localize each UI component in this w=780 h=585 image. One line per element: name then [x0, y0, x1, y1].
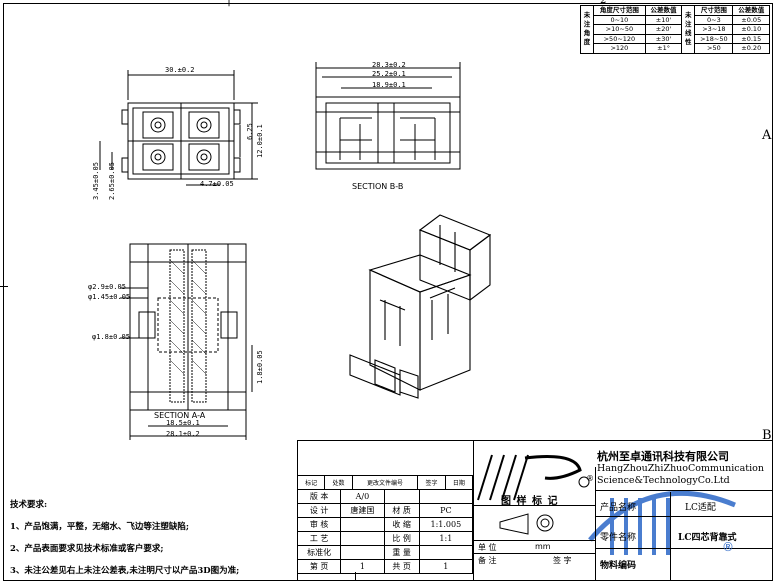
shrink-label: 收 缩 — [383, 517, 420, 532]
tol-side-left: 未注角度 — [580, 5, 594, 54]
part-name-label: 零件名称 — [600, 533, 637, 543]
revision-table: 标记处数更改文件编号签字日期 — [296, 475, 474, 490]
dim-front-width: 30.±0.2 — [165, 66, 195, 74]
product-name-value: LC适配 — [685, 503, 716, 513]
page-value: 1 — [340, 559, 385, 574]
technical-notes: 技术要求: 1、产品饱满，平整，无缩水、飞边等注塑缺陷; 2、产品表面要求见技术… — [10, 494, 239, 582]
section-bb-title: SECTION B-B — [352, 182, 404, 191]
tol-cell: >120 — [593, 43, 646, 54]
weight-label: 重 量 — [383, 545, 420, 560]
edge-mark-b: B — [762, 428, 772, 443]
remark-label: 备 注 — [478, 556, 497, 565]
table-row: >120 ±1° >50 ±0.20 — [581, 43, 770, 54]
section-aa-view — [120, 243, 253, 440]
iso-view — [349, 214, 492, 399]
standard-label: 标准化 — [296, 545, 342, 560]
dim-front-port: 4.7±0.05 — [200, 180, 234, 188]
tol-cell: ±1° — [644, 43, 683, 54]
dim-aa-overall: 28.1±0.2 — [166, 430, 200, 438]
dim-front-offset-2: 2.65±0.05 — [108, 162, 116, 200]
edge-mark-top: | — [226, 0, 233, 7]
notes-title: 技术要求: — [10, 500, 48, 510]
rule — [595, 467, 596, 581]
total-label: 共 页 — [383, 559, 420, 574]
projection-symbol — [499, 513, 554, 535]
total-value: 1 — [418, 559, 474, 574]
material-label: 材 质 — [383, 503, 420, 518]
shrink-value: 1:1.005 — [418, 517, 474, 532]
rev-header: 签字 — [417, 475, 446, 490]
page-label: 第 页 — [296, 559, 342, 574]
dim-front-pitch: 6.25 — [246, 123, 254, 140]
rev-header: 更改文件编号 — [351, 475, 419, 490]
unit-label: 单 位 — [478, 543, 497, 552]
rev-header: 标记 — [296, 475, 326, 490]
dim-aa-inner: 18.5±0.1 — [166, 419, 200, 427]
process-label: 工 艺 — [296, 531, 342, 546]
dim-bb-overall: 28.3±0.2 — [372, 61, 406, 69]
design-label: 设 计 — [296, 503, 342, 518]
tol-cell: >50 — [694, 43, 734, 54]
section-bb-view — [315, 62, 461, 170]
tol-cell: ±0.20 — [732, 43, 770, 54]
registered-mark: ® — [586, 474, 594, 483]
edge-tick-bottom — [355, 572, 356, 581]
version-label: 版 本 — [296, 489, 342, 504]
version-value: A/0 — [340, 489, 385, 504]
company-name-en-1: HangZhouZhiZhuoCommunication — [597, 463, 764, 474]
rule — [473, 553, 595, 554]
company-name-en-2: Science&TechnologyCo.Ltd — [597, 475, 730, 486]
title-block-divider — [473, 440, 474, 581]
part-name-value: LC四芯背靠式 — [678, 533, 737, 543]
company-logo — [477, 454, 590, 501]
rule — [473, 540, 595, 541]
section-aa-title: SECTION A-A — [154, 411, 206, 420]
drawing-mark-label: 图 样 标 记 — [501, 496, 559, 507]
rule — [473, 505, 595, 506]
note-item: 1、产品饱满，平整，无缩水、飞边等注塑缺陷; — [10, 522, 190, 532]
note-item: 2、产品表面要求见技术标准或客户要求; — [10, 544, 164, 554]
scale-label: 比 例 — [383, 531, 420, 546]
note-item: 3、未注公差见右上未注公差表,未注明尺寸以产品3D图为准; — [10, 566, 240, 576]
dim-aa-gap: 1.8±0.05 — [256, 350, 264, 384]
edge-mark-2: 2 — [600, 0, 607, 6]
front-view — [99, 70, 258, 186]
rule — [595, 490, 773, 491]
rule — [595, 548, 773, 549]
review-label: 审 核 — [296, 517, 342, 532]
scale-value: 1:1 — [418, 531, 474, 546]
designer: 唐建国 — [340, 503, 385, 518]
unit-value: mm — [535, 542, 551, 551]
tol-side-right: 未注线性 — [681, 5, 696, 54]
watermark-registered: ® — [722, 540, 734, 554]
edge-tick-left — [0, 286, 8, 287]
dim-aa-d1: φ2.9±0.05 — [88, 283, 126, 291]
product-name-label: 产品名称 — [600, 503, 637, 513]
tolerance-table: 未注角度 角度尺寸范围 公差数值 未注线性 尺寸范围 公差数值 0~10 ±10… — [580, 5, 770, 54]
rule — [670, 492, 671, 581]
dim-aa-d2: φ1.45±0.05 — [88, 293, 131, 301]
sign-label: 签 字 — [553, 556, 572, 565]
dim-front-height: 12.0±0.1 — [256, 124, 264, 158]
material-code-label: 物料编码 — [600, 561, 637, 571]
material-value: PC — [418, 503, 474, 518]
rev-header: 日期 — [444, 475, 474, 490]
dim-aa-d3: φ1.8±0.05 — [92, 333, 130, 341]
rule — [595, 516, 773, 517]
dim-bb-inner: 18.9±0.1 — [372, 81, 406, 89]
dim-bb-body: 25.2±0.1 — [372, 70, 406, 78]
rev-header: 处数 — [324, 475, 353, 490]
edge-mark-a: A — [762, 128, 772, 143]
dim-front-offset-1: 3.45±0.05 — [92, 162, 100, 200]
company-name-cn: 杭州至卓通讯科技有限公司 — [597, 450, 729, 463]
watermark-logo — [588, 490, 736, 555]
